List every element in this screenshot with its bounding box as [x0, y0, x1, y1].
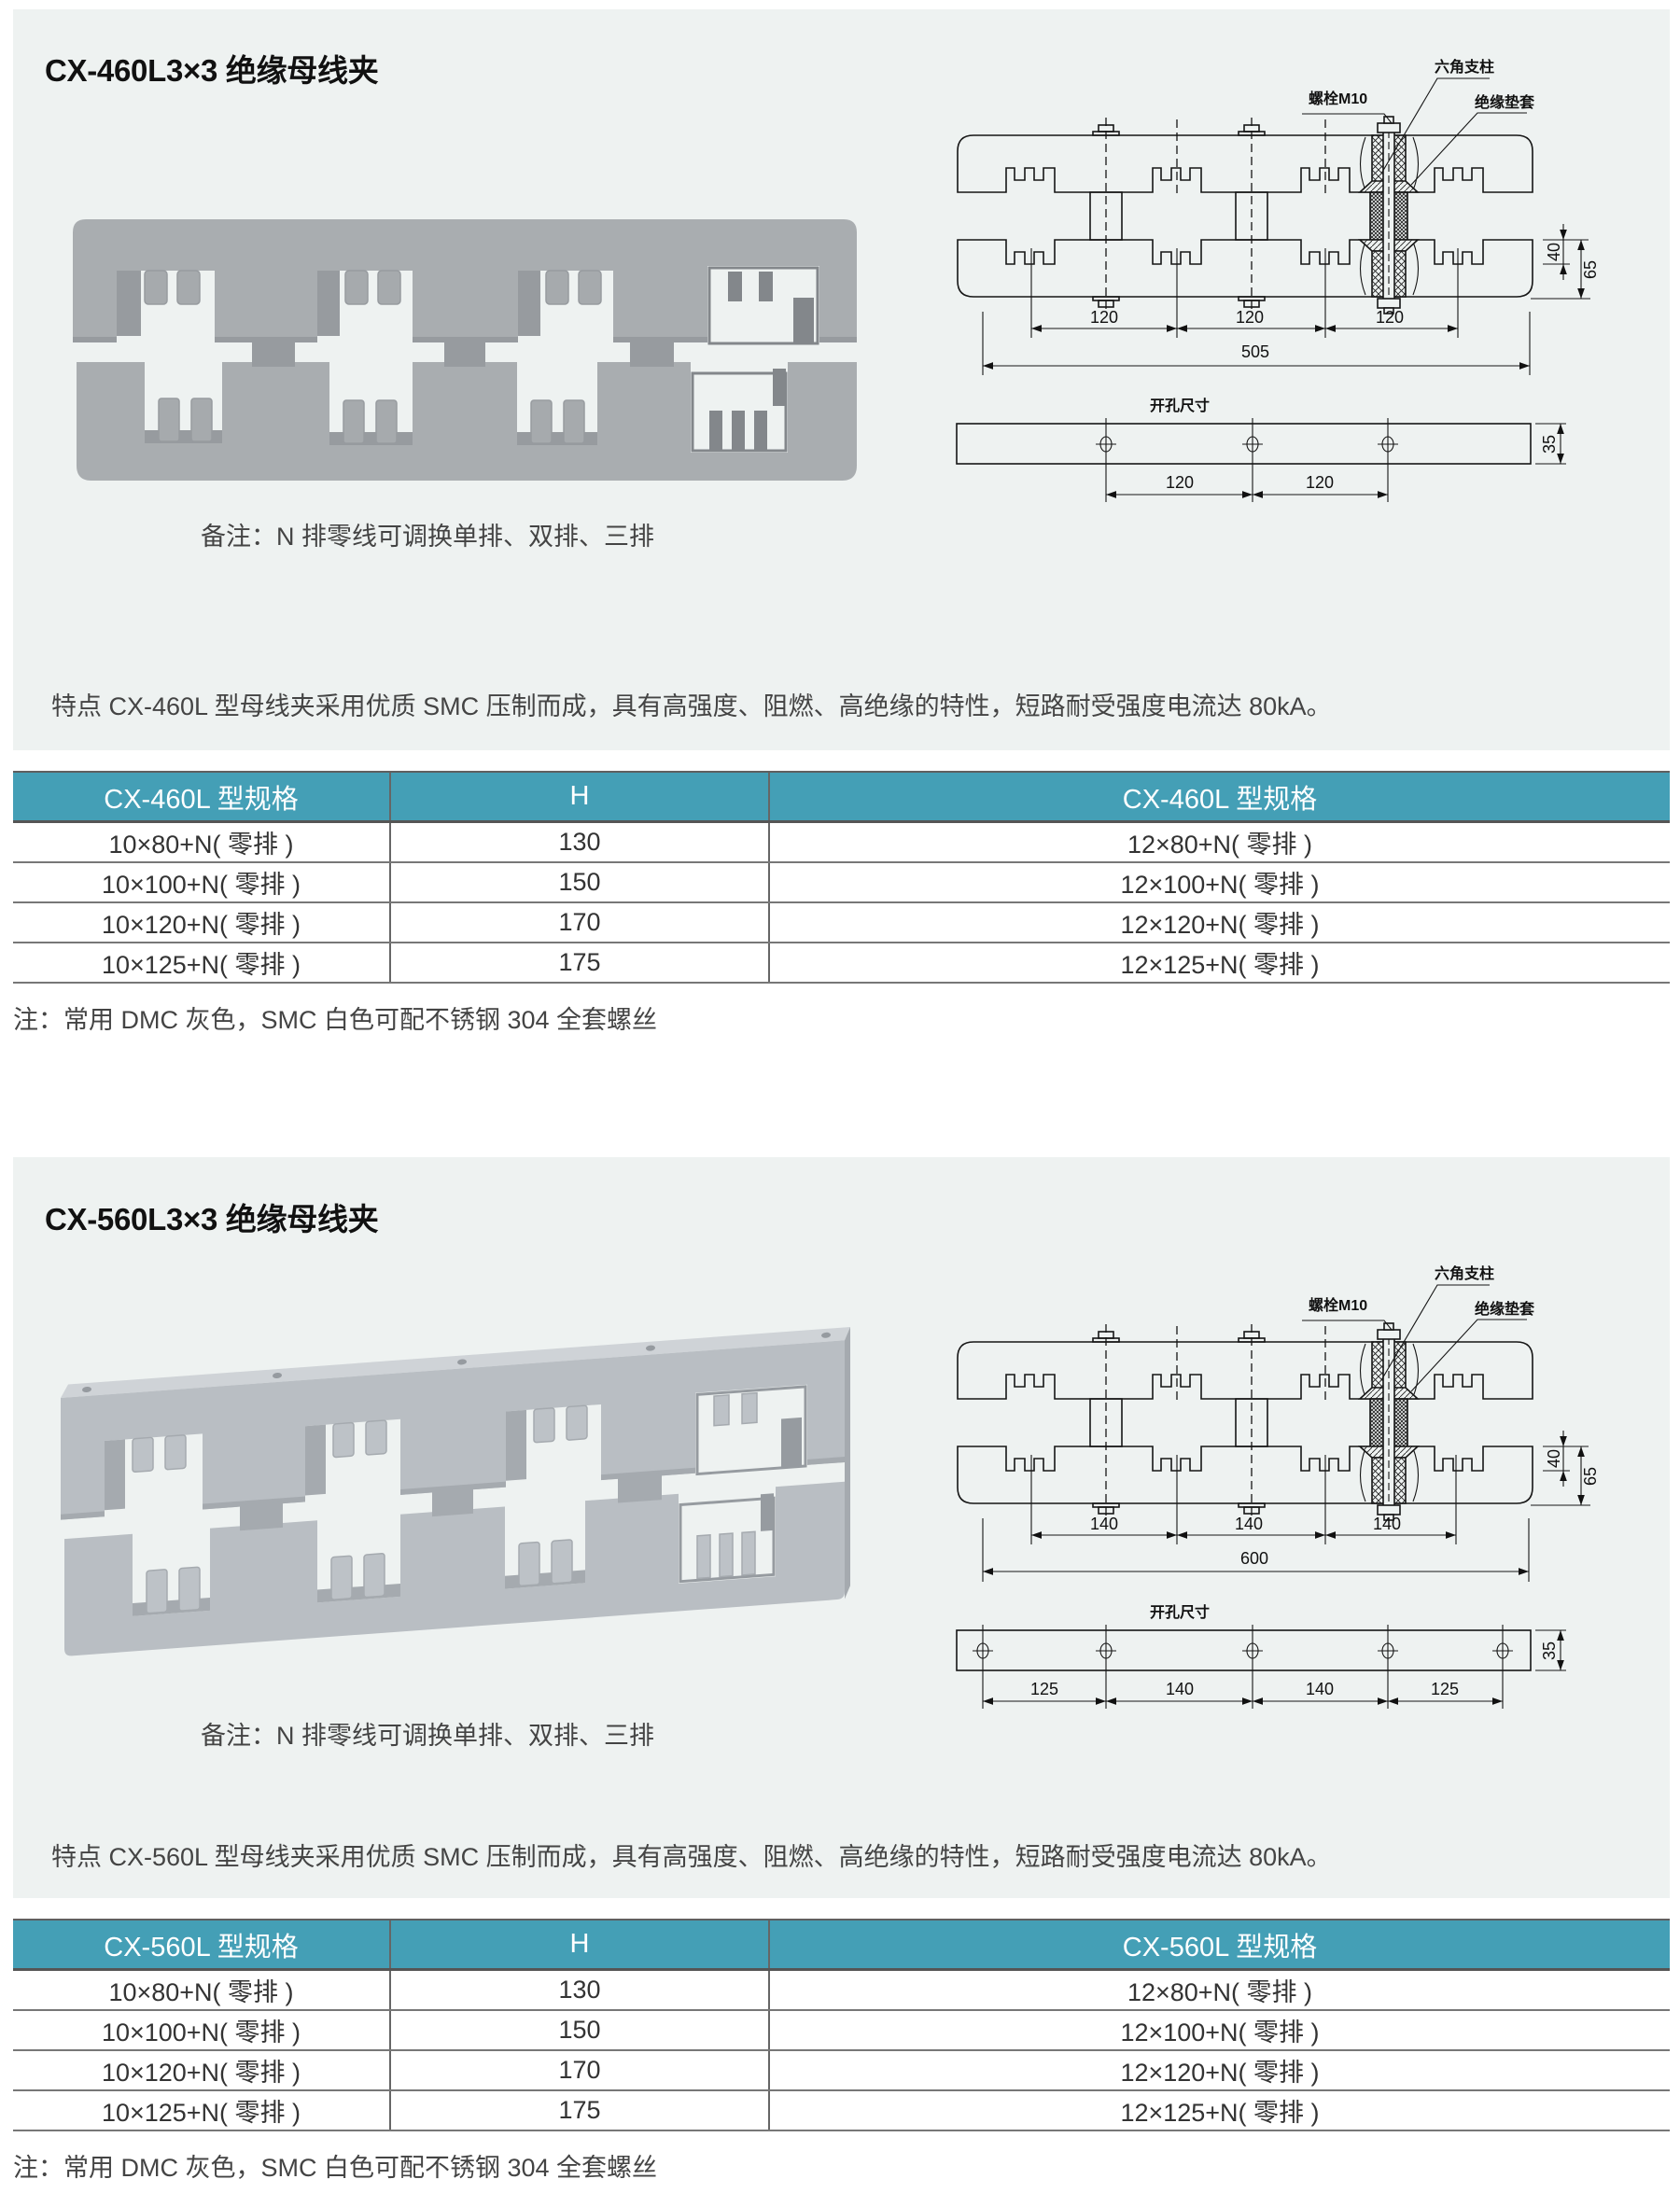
product-panel-cx460l: CX-460L3×3 绝缘母线夹 备注：N 排零线可调换单排、双排、三排 特点 …	[13, 9, 1670, 750]
spec-cell: 10×125+N( 零排 )	[13, 2090, 390, 2131]
spec-alt-cell: 12×125+N( 零排 )	[768, 943, 1670, 984]
table-row: 10×80+N( 零排 ) 130 12×80+N( 零排 )	[13, 1969, 1670, 2011]
table-header-row: CX-560L 型规格 H CX-560L 型规格	[13, 1919, 1670, 1971]
height-cell: 130	[389, 1969, 769, 2011]
table-row: 10×80+N( 零排 ) 130 12×80+N( 零排 )	[13, 821, 1670, 863]
spec-cell: 10×80+N( 零排 )	[13, 1969, 390, 2011]
table-row: 10×125+N( 零排 ) 175 12×125+N( 零排 )	[13, 2090, 1670, 2131]
column-header-spec-alt: CX-560L 型规格	[768, 1919, 1670, 1971]
table-row: 10×125+N( 零排 ) 175 12×125+N( 零排 )	[13, 943, 1670, 984]
product-title: CX-460L3×3 绝缘母线夹	[45, 53, 379, 88]
spec-alt-cell: 12×125+N( 零排 )	[768, 2090, 1670, 2131]
height-cell: 150	[389, 862, 769, 903]
column-header-h: H	[389, 1919, 769, 1971]
height-cell: 170	[389, 902, 769, 943]
table-row: 10×100+N( 零排 ) 150 12×100+N( 零排 )	[13, 862, 1670, 903]
feature-text: 特点 CX-560L 型母线夹采用优质 SMC 压制而成，具有高强度、阻燃、高绝…	[51, 1843, 1332, 1871]
spec-alt-cell: 12×80+N( 零排 )	[768, 821, 1670, 863]
height-cell: 175	[389, 2090, 769, 2131]
column-header-spec-alt: CX-460L 型规格	[768, 771, 1670, 823]
table-row: 10×120+N( 零排 ) 170 12×120+N( 零排 )	[13, 2050, 1670, 2091]
column-header-h: H	[389, 771, 769, 823]
spec-cell: 10×120+N( 零排 )	[13, 902, 390, 943]
table-note: 注：常用 DMC 灰色，SMC 白色可配不锈钢 304 全套螺丝	[13, 2154, 658, 2182]
spec-cell: 10×125+N( 零排 )	[13, 943, 390, 984]
spec-cell: 10×100+N( 零排 )	[13, 862, 390, 903]
spec-table-cx460l: CX-460L 型规格 H CX-460L 型规格 10×80+N( 零排 ) …	[13, 771, 1670, 984]
spec-table-cx560l: CX-560L 型规格 H CX-560L 型规格 10×80+N( 零排 ) …	[13, 1919, 1670, 2131]
column-header-spec: CX-460L 型规格	[13, 771, 390, 823]
photo-caption: 备注：N 排零线可调换单排、双排、三排	[201, 523, 654, 551]
spec-alt-cell: 12×120+N( 零排 )	[768, 902, 1670, 943]
spec-cell: 10×100+N( 零排 )	[13, 2010, 390, 2051]
height-cell: 150	[389, 2010, 769, 2051]
spec-alt-cell: 12×80+N( 零排 )	[768, 1969, 1670, 2011]
table-row: 10×100+N( 零排 ) 150 12×100+N( 零排 )	[13, 2010, 1670, 2051]
height-cell: 170	[389, 2050, 769, 2091]
spec-alt-cell: 12×120+N( 零排 )	[768, 2050, 1670, 2091]
table-note: 注：常用 DMC 灰色，SMC 白色可配不锈钢 304 全套螺丝	[13, 1006, 658, 1034]
table-row: 10×120+N( 零排 ) 170 12×120+N( 零排 )	[13, 902, 1670, 943]
height-cell: 175	[389, 943, 769, 984]
product-title: CX-560L3×3 绝缘母线夹	[45, 1202, 379, 1236]
product-panel-cx560l: CX-560L3×3 绝缘母线夹 备注：N 排零线可调换单排、双排、三排 特点 …	[13, 1157, 1670, 1898]
height-cell: 130	[389, 821, 769, 863]
photo-caption: 备注：N 排零线可调换单排、双排、三排	[201, 1722, 654, 1750]
spec-cell: 10×120+N( 零排 )	[13, 2050, 390, 2091]
column-header-spec: CX-560L 型规格	[13, 1919, 390, 1971]
spec-alt-cell: 12×100+N( 零排 )	[768, 2010, 1670, 2051]
spec-cell: 10×80+N( 零排 )	[13, 821, 390, 863]
feature-text: 特点 CX-460L 型母线夹采用优质 SMC 压制而成，具有高强度、阻燃、高绝…	[51, 692, 1332, 720]
spec-alt-cell: 12×100+N( 零排 )	[768, 862, 1670, 903]
table-header-row: CX-460L 型规格 H CX-460L 型规格	[13, 771, 1670, 823]
